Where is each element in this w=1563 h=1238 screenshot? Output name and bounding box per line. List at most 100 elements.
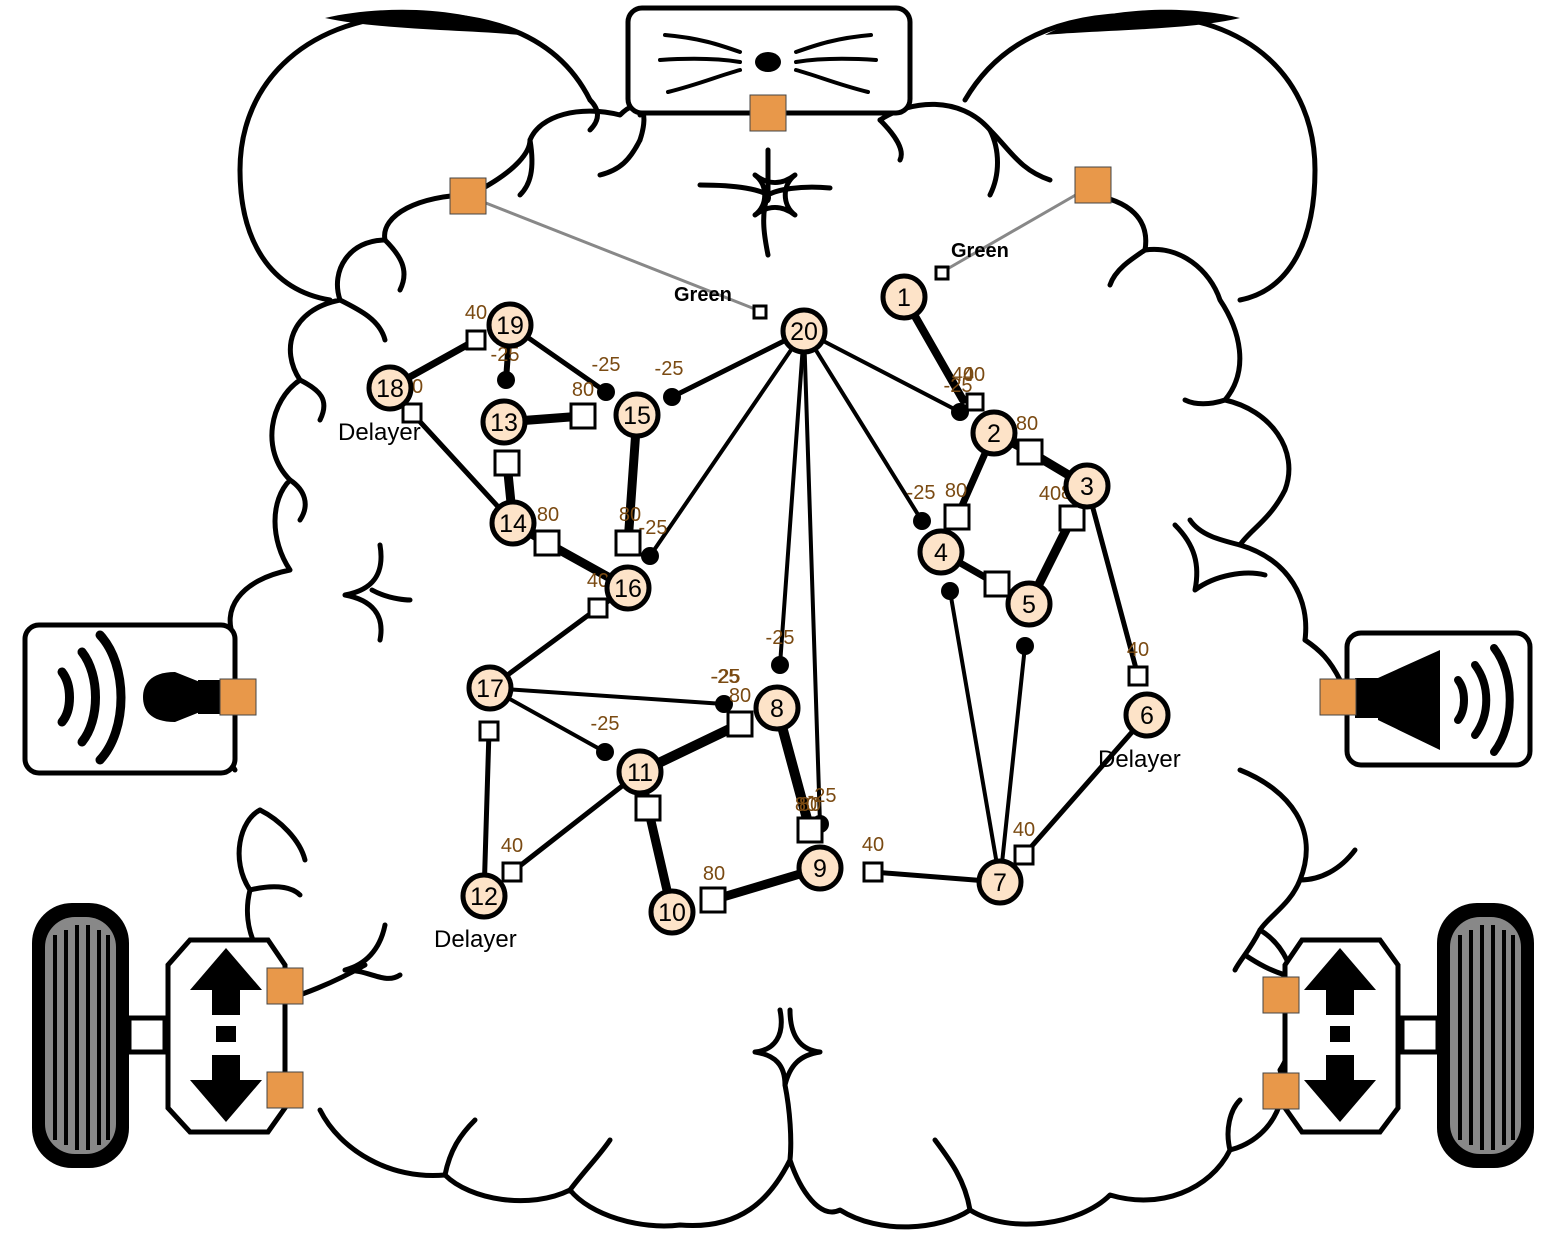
- neuron-number: 13: [490, 409, 518, 437]
- neuron-11[interactable]: 11: [616, 748, 664, 796]
- synapse-line: [948, 589, 1002, 884]
- inhibitory-synapse: [641, 547, 659, 565]
- neuron-12-delayer-label: Delayer: [434, 926, 517, 953]
- excitatory-synapse: [1013, 844, 1035, 866]
- synapse-line: [802, 329, 822, 826]
- synapse-line: [509, 769, 643, 875]
- excitatory-synapse: [1058, 504, 1086, 532]
- excitatory-synapse: [796, 816, 824, 844]
- speaker-device: [1344, 630, 1533, 768]
- excitatory-synapse: [493, 449, 521, 477]
- neuron-body: [466, 664, 514, 712]
- right-eye: [962, 9, 1318, 303]
- neuron-12[interactable]: 12: [460, 872, 508, 920]
- neuron-1[interactable]: 1: [880, 273, 928, 321]
- neuron-number: 19: [496, 312, 524, 340]
- synapse-weight: -25: [639, 517, 668, 539]
- synapse-weight: 40: [1013, 819, 1035, 841]
- excitatory-synapse: [533, 529, 561, 557]
- synapse-line: [669, 328, 807, 400]
- neuron-number: 17: [476, 675, 504, 703]
- inhibitory-synapse: [596, 743, 614, 761]
- synapse-weight: 80: [619, 504, 641, 526]
- neuron-14[interactable]: 14: [489, 499, 537, 547]
- neuron-body: [880, 273, 928, 321]
- neuron-body: [460, 872, 508, 920]
- neuron-8[interactable]: 8: [753, 684, 801, 732]
- neuron-body: [917, 528, 965, 576]
- neuron-number: 4: [934, 539, 948, 567]
- neuron-13[interactable]: 13: [480, 398, 528, 446]
- excitatory-synapse: [569, 402, 597, 430]
- neuron-18-delayer-label: Delayer: [338, 419, 421, 446]
- neuron-body: [796, 844, 844, 892]
- synapse-line: [802, 329, 924, 523]
- synapse-weights: 40-25-2580-2580-25808040-258040-258080-2…: [401, 302, 1149, 885]
- synapse-weight: 40: [1039, 483, 1061, 505]
- neuron-15[interactable]: 15: [613, 391, 661, 439]
- synapse-weight: -25: [591, 713, 620, 735]
- neuron-number: 10: [658, 899, 686, 927]
- synapse-weight: 80: [703, 863, 725, 885]
- excitatory-synapse: [862, 861, 884, 883]
- inhibitory-synapse: [951, 403, 969, 421]
- sound-waves-right-icon: [1454, 644, 1514, 756]
- neuron-20[interactable]: 20: [780, 307, 828, 355]
- neuron-number: 8: [770, 695, 784, 723]
- neuron-2[interactable]: 2: [970, 409, 1018, 457]
- neuron-body: [613, 391, 661, 439]
- synapse-weight: 80: [945, 480, 967, 502]
- synapse-weight: 40: [1127, 639, 1149, 661]
- synapse-weight: 40: [862, 834, 884, 856]
- neuron-17[interactable]: 17: [466, 664, 514, 712]
- neuron-number: 1: [897, 284, 911, 312]
- synapse-weight: 80: [1016, 413, 1038, 435]
- neuron-19[interactable]: 19: [486, 301, 534, 349]
- neuron-6-delayer-label: Delayer: [1098, 746, 1181, 773]
- inhibitory-synapse: [941, 582, 959, 600]
- neuron-6[interactable]: 6: [1123, 691, 1171, 739]
- neuron-body: [366, 364, 414, 412]
- device-ports: [219, 94, 1357, 1110]
- neuron-7[interactable]: 7: [976, 858, 1024, 906]
- synapse-weight: 80: [537, 504, 559, 526]
- neuron-number: 18: [376, 375, 404, 403]
- inhibitory-synapse: [1016, 637, 1034, 655]
- synapse-weight: -25: [712, 666, 741, 688]
- neuron-4[interactable]: 4: [917, 528, 965, 576]
- neuron-body: [780, 307, 828, 355]
- synapse-weight: -25: [655, 358, 684, 380]
- inhibitory-synapse: [597, 383, 615, 401]
- neuron-number: 7: [993, 869, 1007, 897]
- neuron-16[interactable]: 16: [604, 564, 652, 612]
- synapse-weight: 80: [795, 794, 817, 816]
- synapse-line: [488, 686, 726, 706]
- synapse-weight: 80: [799, 794, 821, 816]
- camera-port: [749, 94, 787, 132]
- synapse-weight: -25: [944, 375, 973, 397]
- neuron-5[interactable]: 5: [1005, 580, 1053, 628]
- neuron-18[interactable]: 18: [366, 364, 414, 412]
- neuron-10[interactable]: 10: [648, 888, 696, 936]
- speaker-port: [1319, 678, 1357, 716]
- synapse-weight: 40: [587, 570, 609, 592]
- excitatory-synapse: [634, 794, 662, 822]
- neuron-body: [489, 499, 537, 547]
- neuron-3[interactable]: 3: [1063, 462, 1111, 510]
- synapse-line: [802, 329, 962, 414]
- excitatory-synapse: [965, 392, 985, 412]
- right-green-label: Green: [951, 240, 1009, 262]
- neuron-body: [1005, 580, 1053, 628]
- neuron-number: 12: [470, 883, 498, 911]
- left-eye: [237, 9, 593, 303]
- neuron-9[interactable]: 9: [796, 844, 844, 892]
- neuron-body: [480, 398, 528, 446]
- excitatory-synapse: [465, 329, 487, 351]
- synapse-weight: -25: [711, 666, 740, 688]
- left-motor-forward-port: [266, 967, 304, 1005]
- sound-waves-left-icon: [57, 630, 126, 765]
- right-wheel-icon: [1437, 903, 1534, 1168]
- neuron-number: 20: [790, 318, 818, 346]
